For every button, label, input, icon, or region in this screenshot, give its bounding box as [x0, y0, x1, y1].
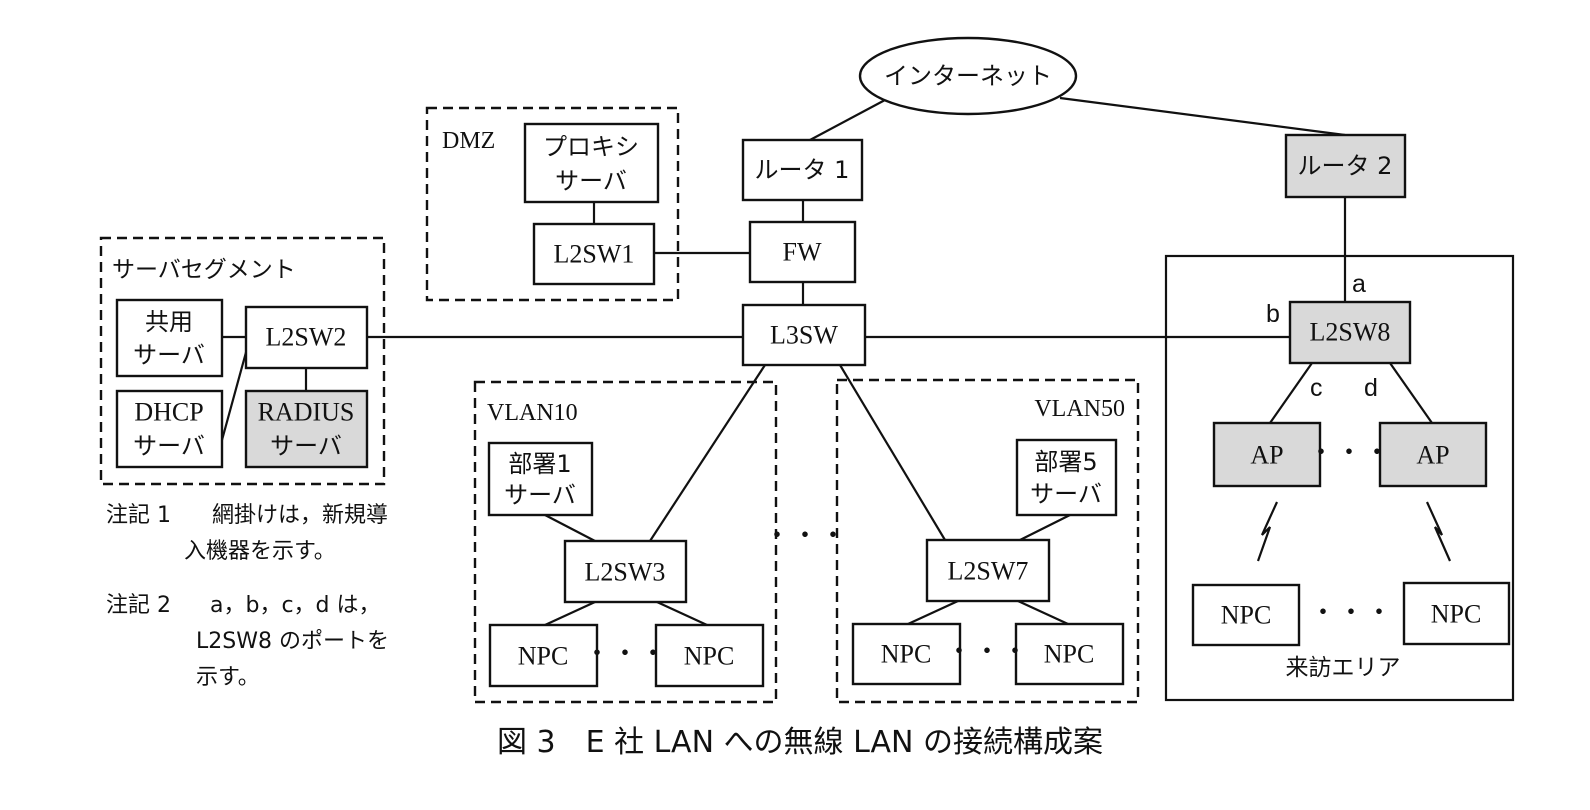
npc-label: NPC — [518, 642, 569, 671]
link-internet-router1 — [809, 99, 886, 141]
link-l3sw-l2sw7 — [839, 364, 946, 541]
link-dhcp-l2sw2 — [220, 344, 250, 441]
link-l3sw-l2sw3 — [649, 364, 766, 542]
dept5-server: 部署5 サーバ — [1015, 438, 1118, 517]
dhcp-server-label-line2: サーバ — [133, 432, 205, 460]
radius-server: RADIUS サーバ — [244, 389, 369, 469]
zone-vlan10-label: VLAN10 — [487, 400, 578, 426]
link-l2sw3-npc1 — [544, 601, 596, 626]
l3-switch: L3SW — [741, 303, 867, 367]
l2sw1-label: L2SW1 — [554, 240, 635, 269]
zone-server-segment-label: サーバセグメント — [112, 257, 296, 283]
l3-switch-label: L3SW — [770, 321, 838, 350]
l2sw3: L2SW3 — [563, 539, 688, 604]
visitor-npc-2: NPC — [1402, 581, 1511, 646]
note1-label: 注記 1 — [106, 503, 171, 528]
ap-ellipsis: ・・・ — [1308, 437, 1392, 467]
zone-visitor-area-label: 来訪エリア — [1286, 655, 1401, 681]
figure-caption: 図 3 E 社 LAN への無線 LAN の接続構成案 — [497, 725, 1103, 760]
note2-label: 注記 2 — [106, 593, 171, 618]
shared-server-label-line1: 共用 — [145, 308, 193, 336]
access-point-1: AP — [1212, 421, 1322, 488]
vlan10-npc-ellipsis: ・・・ — [584, 638, 668, 668]
zone-server-segment — [99, 236, 386, 486]
l2sw2-label: L2SW2 — [266, 323, 347, 352]
shared-server: 共用 サーバ — [115, 298, 224, 378]
npc-label: NPC — [1221, 601, 1272, 630]
dhcp-server-label-line1: DHCP — [134, 398, 203, 427]
dept1-server: 部署1 サーバ — [487, 441, 594, 517]
notes: 注記 1 網掛けは，新規導 入機器を示す。 注記 2 a，b，c，d は， L2… — [106, 503, 389, 690]
dept5-server-label-line2: サーバ — [1030, 480, 1102, 508]
internet-cloud: インターネット — [858, 36, 1078, 116]
l2sw8: L2SW8 — [1288, 300, 1412, 365]
radius-server-label-line1: RADIUS — [258, 398, 355, 427]
firewall: FW — [748, 220, 857, 284]
npc-label: NPC — [881, 640, 932, 669]
dept5-server-label-line1: 部署5 — [1034, 448, 1097, 476]
wireless-link-icon — [1425, 501, 1452, 562]
npc-label: NPC — [1431, 600, 1482, 629]
link-internet-router2 — [1059, 96, 1346, 137]
npc-label: NPC — [684, 642, 735, 671]
proxy-server-label-line2: サーバ — [555, 167, 627, 195]
link-dept1-l2sw3 — [544, 514, 596, 542]
proxy-server: プロキシ サーバ — [523, 122, 660, 204]
l2sw7-label: L2SW7 — [948, 557, 1029, 586]
port-a-label: a — [1352, 270, 1366, 298]
firewall-label: FW — [783, 238, 822, 267]
links — [220, 96, 1433, 626]
visitor-npc-1: NPC — [1191, 583, 1301, 647]
link-l2sw8-ap1 — [1269, 362, 1313, 424]
vlan10-npc-2: NPC — [654, 623, 765, 688]
vlan50-npc-ellipsis: ・・・ — [946, 636, 1030, 666]
link-dept5-l2sw7 — [1019, 514, 1071, 541]
router1-label: ルータ 1 — [755, 156, 850, 184]
note2-line1: a，b，c，d は， — [210, 593, 381, 618]
note1-line1: 網掛けは，新規導 — [212, 503, 388, 528]
link-l2sw3-npc2 — [656, 601, 708, 626]
l2sw1: L2SW1 — [532, 222, 656, 286]
visitor-npc-ellipsis: ・・・ — [1310, 597, 1394, 627]
zone-dmz — [425, 106, 680, 302]
internet-label: インターネット — [884, 62, 1052, 90]
vlan-ellipsis: ・・・ — [764, 520, 848, 550]
ap-label: AP — [1250, 441, 1283, 470]
zone-vlan50 — [835, 378, 1140, 704]
vlan50-npc-2: NPC — [1014, 622, 1125, 686]
link-l2sw7-npc2 — [1017, 600, 1069, 625]
l2sw7: L2SW7 — [925, 538, 1051, 603]
proxy-server-label-line1: プロキシ — [543, 133, 639, 161]
l2sw2: L2SW2 — [244, 305, 369, 370]
link-l2sw7-npc1 — [907, 600, 959, 625]
note1-line2: 入機器を示す。 — [184, 539, 336, 564]
router2: ルータ 2 — [1284, 133, 1407, 199]
l2sw8-label: L2SW8 — [1310, 318, 1391, 347]
vlan10-npc-1: NPC — [488, 623, 599, 688]
note2-line3: 示す。 — [196, 665, 260, 690]
zone-vlan50-label: VLAN50 — [1034, 396, 1125, 422]
router2-label: ルータ 2 — [1298, 152, 1393, 180]
radius-server-label-line2: サーバ — [270, 432, 342, 460]
zone-vlan10 — [473, 380, 778, 704]
wireless-link-icon — [1256, 501, 1279, 562]
dept1-server-label-line1: 部署1 — [508, 450, 571, 478]
note2-line2: L2SW8 のポートを — [196, 629, 389, 654]
vlan50-npc-1: NPC — [851, 622, 962, 686]
router1: ルータ 1 — [741, 138, 864, 202]
port-b-label: b — [1266, 300, 1280, 328]
dhcp-server: DHCP サーバ — [115, 389, 224, 469]
access-point-2: AP — [1378, 421, 1488, 488]
link-l2sw8-ap2 — [1389, 362, 1433, 424]
npc-label: NPC — [1044, 640, 1095, 669]
ap-label: AP — [1416, 441, 1449, 470]
zone-visitor-area — [1164, 254, 1515, 702]
port-c-label: c — [1310, 374, 1323, 402]
shared-server-label-line2: サーバ — [133, 341, 205, 369]
dept1-server-label-line2: サーバ — [504, 481, 576, 509]
zone-dmz-label: DMZ — [442, 128, 495, 154]
l2sw3-label: L2SW3 — [585, 558, 666, 587]
port-d-label: d — [1364, 374, 1378, 402]
